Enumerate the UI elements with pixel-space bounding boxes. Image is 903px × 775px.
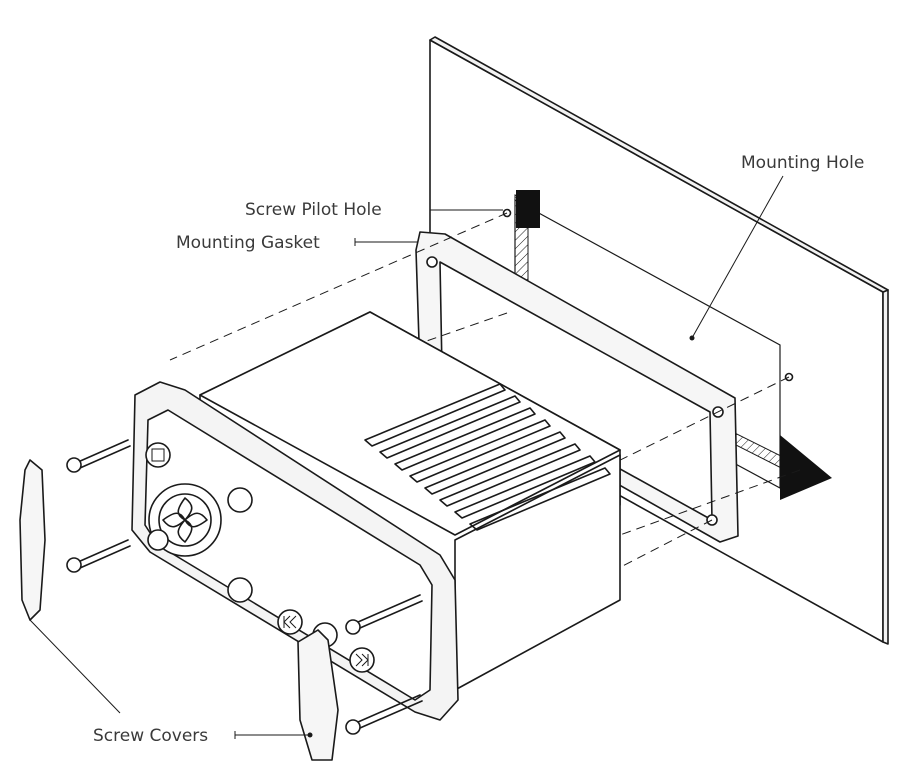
callout-screw-covers: Screw Covers: [30, 620, 313, 746]
screw: [67, 540, 130, 572]
screw: [67, 440, 130, 472]
callout-mounting-gasket: Mounting Gasket: [176, 233, 418, 253]
screw-cover-left: [20, 460, 45, 620]
menu-button-icon: [146, 443, 170, 467]
power-button-icon: [228, 488, 252, 512]
label-mounting-gasket: Mounting Gasket: [176, 233, 320, 253]
mute-button-icon: [228, 578, 252, 602]
label-screw-pilot-hole: Screw Pilot Hole: [245, 200, 382, 220]
label-screw-covers: Screw Covers: [93, 726, 208, 746]
label-mounting-hole: Mounting Hole: [741, 153, 864, 173]
